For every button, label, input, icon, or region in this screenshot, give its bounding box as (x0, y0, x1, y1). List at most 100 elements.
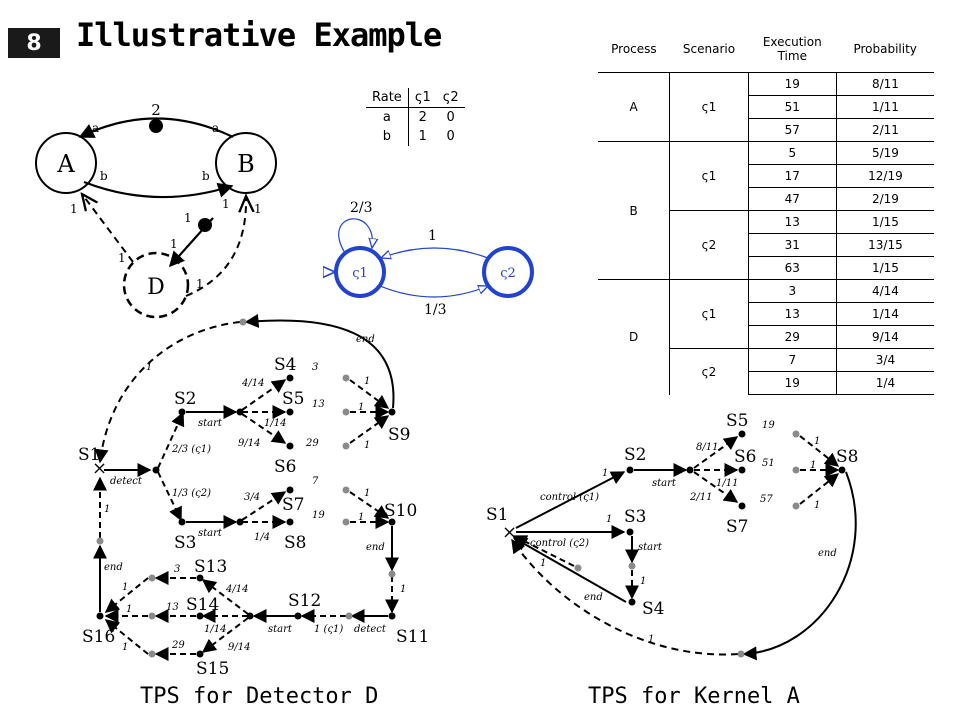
state-label: S8 (284, 533, 306, 553)
table-row: 17 12/19 (598, 164, 934, 188)
edge-label: 1 (364, 440, 370, 451)
grey-dot (342, 486, 350, 494)
edge-label: 1 (222, 197, 230, 211)
node-b (215, 132, 277, 194)
node-a (35, 132, 97, 194)
edge-label: 1 (814, 436, 820, 447)
process-cell: A (598, 72, 671, 142)
exec-cell: 19 (748, 371, 837, 395)
grey-dot (96, 537, 104, 545)
state-dot (388, 612, 396, 620)
port-b-label: b (100, 169, 108, 183)
rate-cell: 1 (418, 129, 427, 144)
fsm-edge-s1-s2 (379, 286, 488, 298)
table-row: 13 1/14 (598, 302, 934, 326)
state-label: S12 (288, 591, 321, 611)
edge-label: 1 (126, 604, 132, 615)
state-dot (286, 486, 294, 494)
edge-label: end (818, 548, 837, 559)
edge-label: control (ς1) (540, 492, 599, 503)
tps-edge-return (511, 538, 739, 656)
table-row: 51 1/11 (598, 95, 934, 119)
state-dot (628, 598, 636, 606)
rate-header-rate: Rate (366, 88, 409, 108)
state-label: S4 (274, 355, 296, 375)
state-label: S5 (282, 389, 304, 409)
state-dot (286, 374, 294, 382)
edge-label: 1 (146, 362, 152, 373)
edge-label: 1 (122, 582, 128, 593)
prob-cell: 9/14 (836, 325, 934, 349)
probability-table: Process Scenario Execution Time Probabil… (598, 26, 934, 395)
node-a-label: A (56, 150, 75, 178)
tps-edge-end (244, 313, 395, 409)
edge-d-b (185, 196, 246, 297)
tps-edge-return (94, 321, 241, 464)
kernel-state-dots (626, 430, 846, 606)
fsm-edge-label: 1 (428, 228, 437, 244)
exec-cell: 47 (748, 187, 837, 211)
state-dot (236, 518, 244, 526)
kernel-tps-caption: TPS for Kernel A (588, 684, 800, 709)
state-dot (152, 466, 160, 474)
edge-label: start (198, 528, 223, 539)
tps-edge (241, 379, 287, 411)
state-label: S1 (78, 445, 100, 465)
tps-edge (157, 411, 185, 469)
tps-edge (241, 491, 287, 521)
grey-dot (345, 612, 353, 620)
state-label: S16 (82, 627, 115, 647)
state-dot (388, 518, 396, 526)
state-dot (686, 466, 694, 474)
exec-cell: 13 (748, 302, 837, 326)
fsm-self-loop-label: 2/3 (350, 200, 373, 216)
edge-label: 29 (171, 640, 185, 651)
state-dot (626, 466, 634, 474)
rate-cell: b (366, 127, 409, 146)
exec-cell: 29 (748, 325, 837, 349)
edge-label: 2/3 (ς1) (171, 444, 211, 455)
edge-label: end (584, 592, 603, 603)
prob-cell: 1/15 (836, 256, 934, 280)
state-label: S3 (174, 533, 196, 553)
edge-weight: 2 (151, 101, 161, 119)
edge-label: 1 (196, 277, 204, 291)
state-dot (196, 612, 204, 620)
state-dot (294, 612, 302, 620)
edge-label: 1 (364, 488, 370, 499)
scenario-cell: ς1 (669, 72, 749, 142)
state-label: S9 (388, 425, 410, 445)
detector-tps-caption: TPS for Detector D (140, 684, 379, 709)
edge-label: 4/14 (241, 378, 264, 389)
edge-label: 1 (602, 468, 608, 479)
edge-label: end (366, 542, 385, 553)
edge-label: 1 (606, 514, 612, 525)
edge-label: 9/14 (238, 438, 260, 449)
rate-cell: 2 (418, 110, 427, 125)
table-row: D ς1 3 4/14 (598, 279, 934, 395)
prob-cell: 1/11 (836, 95, 934, 119)
grey-dot (239, 318, 247, 326)
edge-label: 13 (166, 602, 179, 613)
node-b-label: B (237, 150, 255, 178)
grey-dot (792, 502, 800, 510)
state-dot (96, 612, 104, 620)
prob-cell: 1/4 (836, 371, 934, 395)
state-dot (246, 612, 254, 620)
edge-label: 29 (305, 438, 319, 449)
port-a-label: a (212, 121, 219, 135)
state-dot (738, 466, 746, 474)
prob-cell: 8/11 (836, 72, 934, 96)
fsm-state-s2 (482, 246, 534, 298)
edge-label: 1 (540, 558, 546, 569)
state-label: S15 (196, 659, 229, 679)
grey-dot (792, 466, 800, 474)
prob-cell: 2/19 (836, 187, 934, 211)
grey-dot (792, 430, 800, 438)
edge-a-b (83, 180, 234, 199)
edge-label: 57 (760, 494, 773, 505)
edge-label: 7 (312, 476, 319, 487)
fsm-state-s1-label: ς1 (352, 266, 368, 281)
edge-label: 51 (762, 458, 775, 469)
fsm-self-loop (338, 218, 373, 254)
